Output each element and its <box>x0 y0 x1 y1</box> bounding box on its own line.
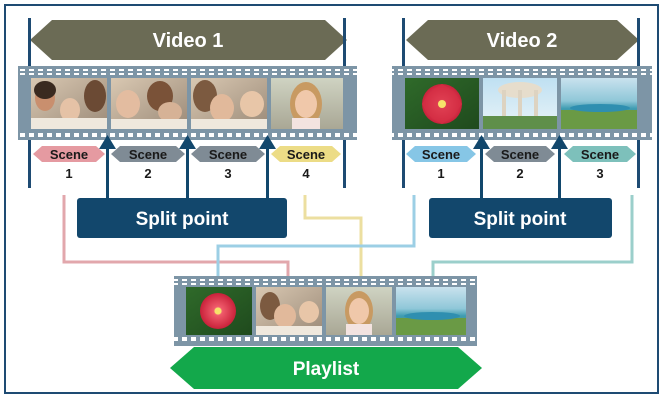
video2-scene-2: Scene 2 <box>485 146 555 181</box>
video1-scene-3-number: 3 <box>224 166 231 181</box>
video1-scene-2-label: Scene <box>129 147 167 162</box>
connector-line-v2-scene3-teal <box>431 195 634 284</box>
video1-title: Video 1 <box>153 30 224 52</box>
video2-frame-2 <box>483 78 557 129</box>
video2-split-marker-1 <box>473 135 490 149</box>
video2-title: Video 2 <box>487 30 558 52</box>
connector-line-scene1-red <box>62 195 290 284</box>
video1-scene-1-label: Scene <box>50 147 88 162</box>
video1-split-marker-1 <box>99 135 116 149</box>
video1-scene-2-number: 2 <box>144 166 151 181</box>
video1-scene-3: Scene 3 <box>191 146 265 181</box>
video2-scene-2-arrow <box>485 146 555 162</box>
video1-group: Video 1 <box>18 18 357 238</box>
video1-scene-4-arrow <box>271 146 341 162</box>
connector-lines <box>62 195 634 284</box>
video2-scene-3: Scene 3 <box>564 146 636 181</box>
video2-header-arrow <box>406 20 639 60</box>
video1-split-line-1 <box>106 137 109 199</box>
video2-frame-3 <box>561 78 637 129</box>
video2-scene-3-label: Scene <box>581 147 619 162</box>
video1-split-line-3 <box>266 137 269 199</box>
video1-scene-1-number: 1 <box>65 166 72 181</box>
playlist-frame-2 <box>256 287 322 335</box>
video1-split-point-label: Split point <box>136 209 230 230</box>
video2-split-point-box <box>429 198 612 238</box>
video1-frame-1 <box>31 78 107 129</box>
video1-frame-3 <box>191 78 267 129</box>
video1-frame-4 <box>271 78 343 129</box>
video1-scene-1-arrow <box>33 146 105 162</box>
video2-split-line-2 <box>558 137 561 199</box>
video1-split-line-2 <box>186 137 189 199</box>
playlist-frame-1 <box>186 287 252 335</box>
video1-scene-4-label: Scene <box>287 147 325 162</box>
video1-scene-2: Scene 2 <box>111 146 185 181</box>
video1-scene-4-number: 4 <box>302 166 310 181</box>
video2-scene-1-label: Scene <box>422 147 460 162</box>
video1-split-marker-2 <box>179 135 196 149</box>
video2-frame-1 <box>405 78 479 129</box>
video1-split-marker-3 <box>259 135 276 149</box>
video2-scene-1-number: 1 <box>437 166 444 181</box>
video2-scene-1-arrow <box>406 146 476 162</box>
video2-scene-2-label: Scene <box>501 147 539 162</box>
connector-line-scene4-yellow <box>303 195 363 284</box>
video1-scene-1: Scene 1 <box>33 146 105 181</box>
playlist-group: Playlist <box>170 276 482 389</box>
video2-scene-3-arrow <box>564 146 636 162</box>
playlist-frame-3 <box>326 287 392 335</box>
playlist-label: Playlist <box>293 359 360 380</box>
video2-split-point-label: Split point <box>474 209 568 230</box>
video2-scene-3-number: 3 <box>596 166 603 181</box>
video2-scene-2-number: 2 <box>516 166 523 181</box>
video1-header-arrow <box>30 20 347 60</box>
connector-line-v2-scene1-blue <box>216 195 416 284</box>
video1-scene-2-arrow <box>111 146 185 162</box>
video2-split-line-1 <box>480 137 483 199</box>
video1-scene-3-arrow <box>191 146 265 162</box>
video2-group: Video 2 <box>392 18 652 238</box>
playlist-frame-4 <box>396 287 466 335</box>
video1-split-point-box <box>77 198 287 238</box>
video1-scene-3-label: Scene <box>209 147 247 162</box>
playlist-arrow <box>170 347 482 389</box>
video1-frame-2 <box>111 78 187 129</box>
video1-scene-4: Scene 4 <box>271 146 341 181</box>
video2-scene-1: Scene 1 <box>406 146 476 181</box>
video2-split-marker-2 <box>551 135 568 149</box>
